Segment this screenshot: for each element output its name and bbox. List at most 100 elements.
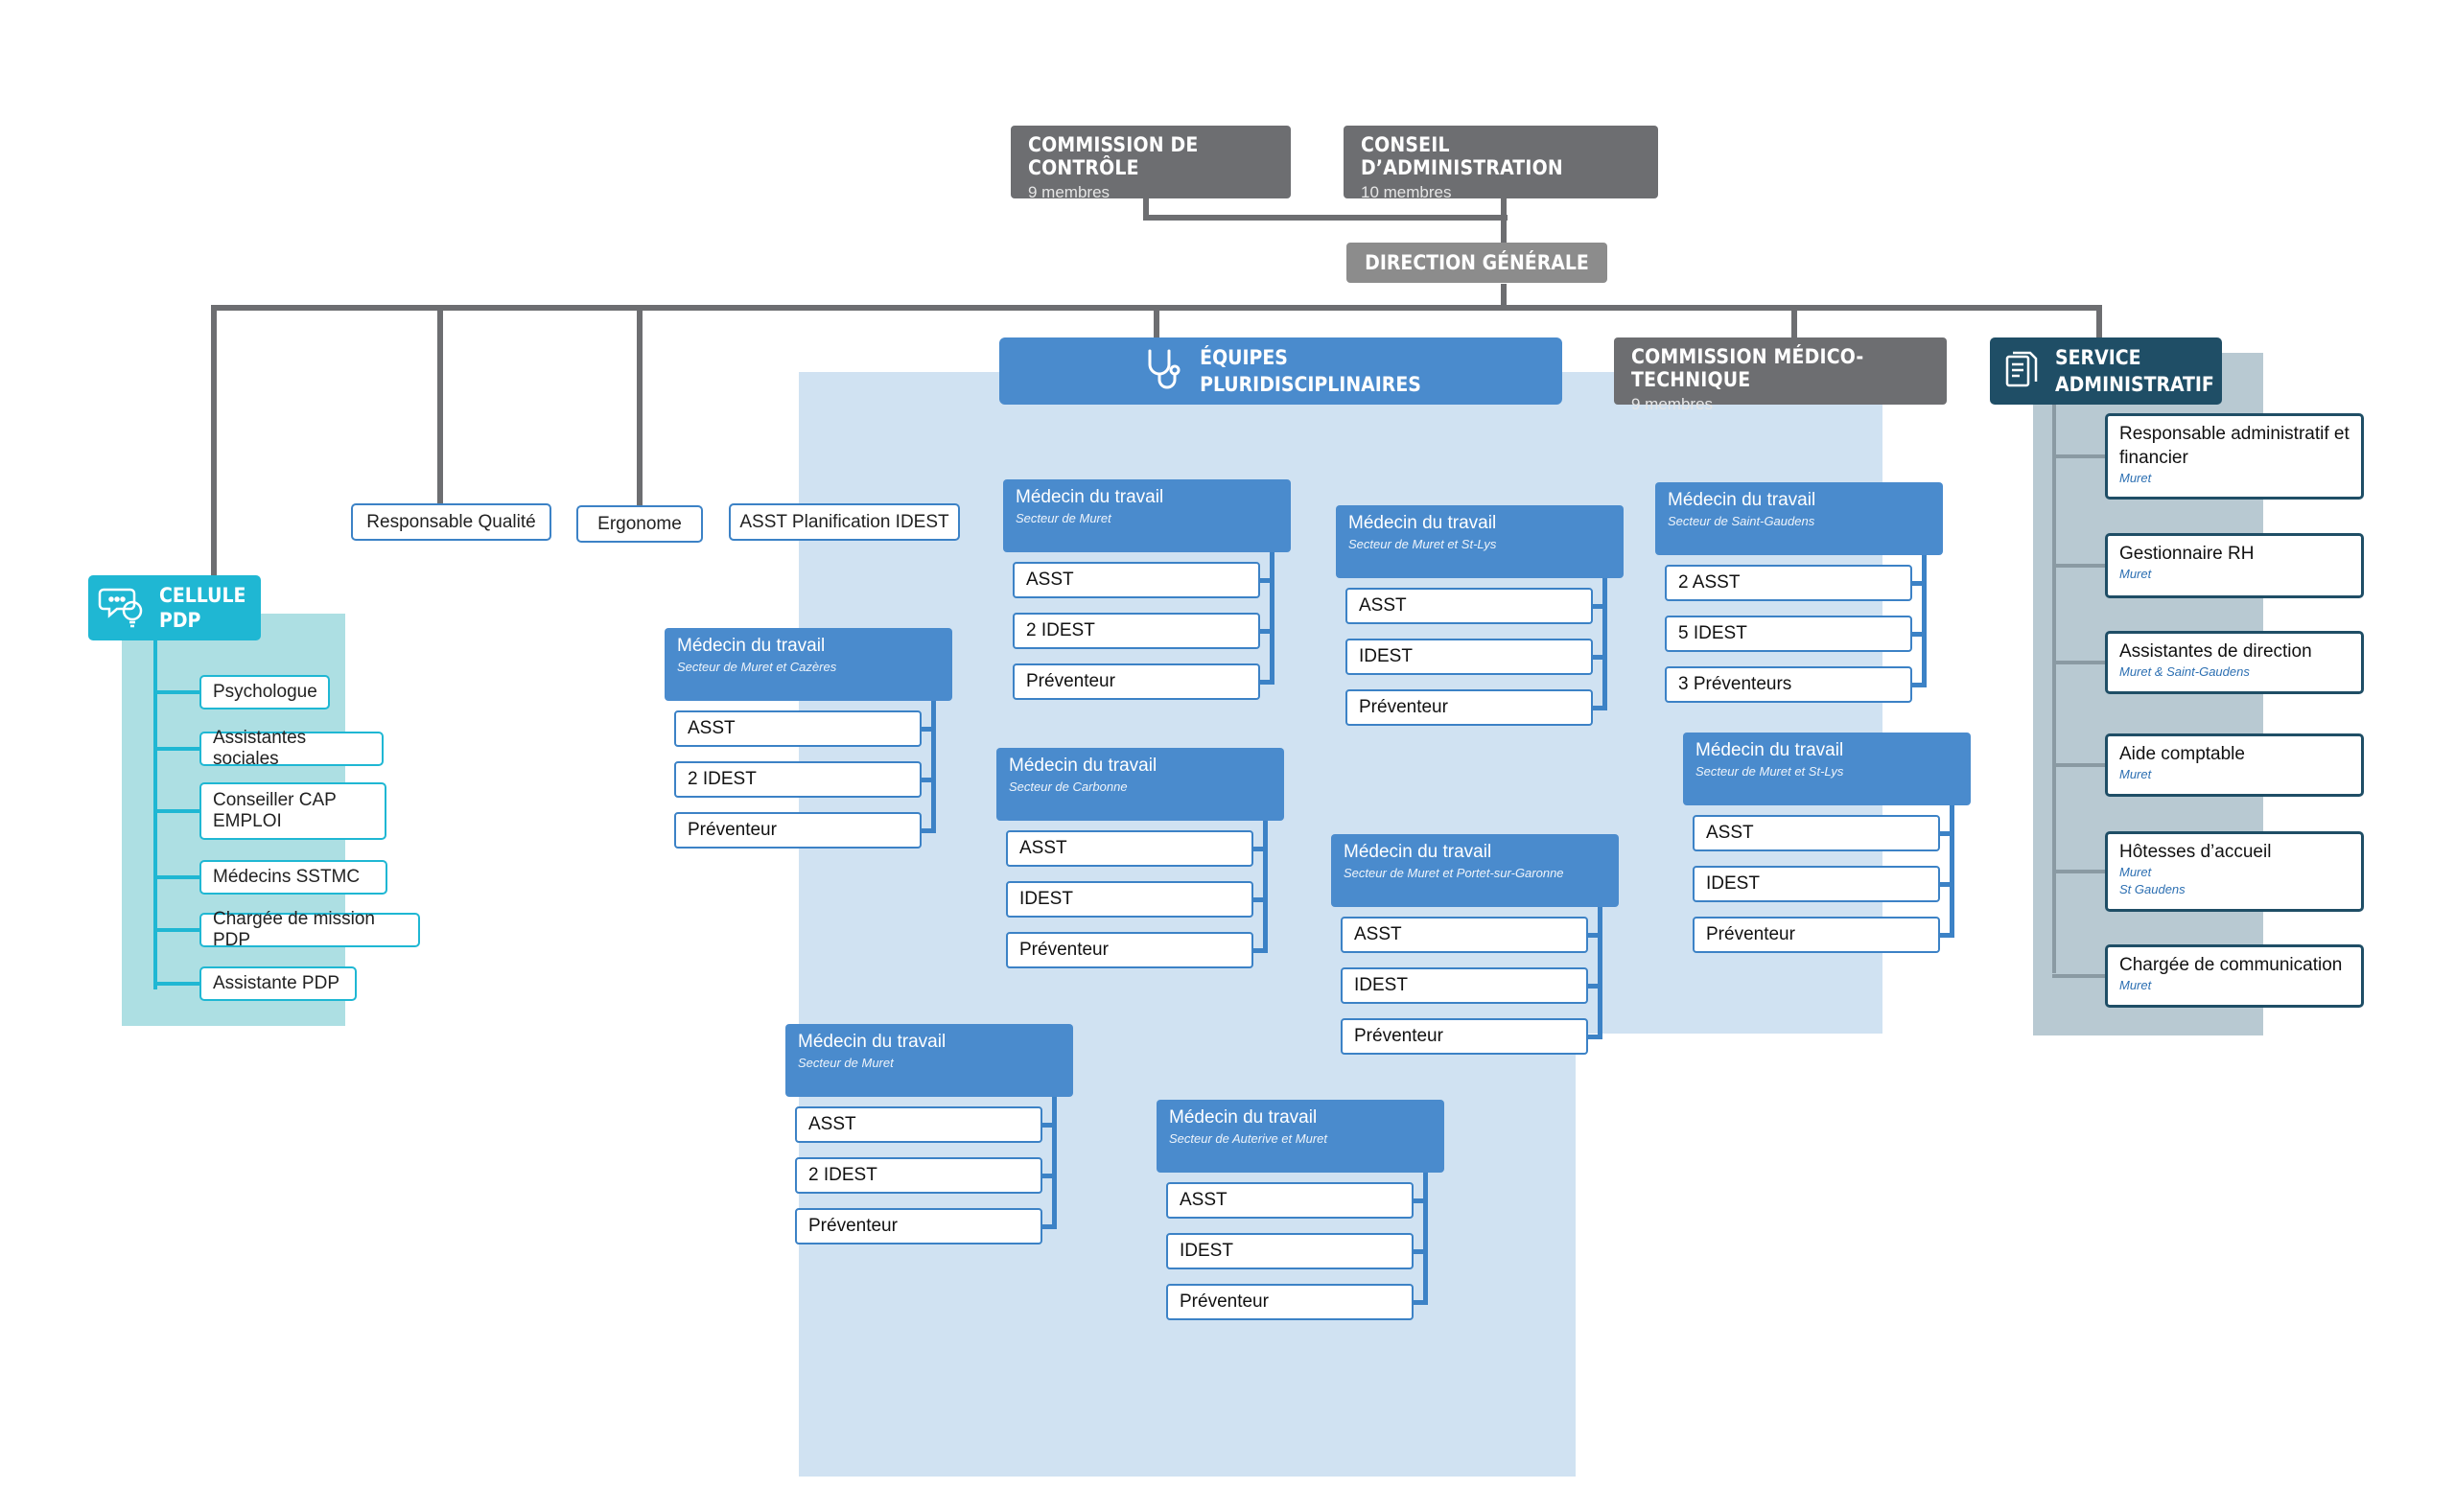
medecin-title: Médecin du travail	[1169, 1107, 1318, 1128]
cellule-connector	[153, 690, 199, 694]
group-connector	[1260, 629, 1274, 634]
team-member-box: 2 IDEST	[674, 761, 922, 798]
team-member-box: 2 IDEST	[795, 1157, 1042, 1194]
group-connector	[1912, 683, 1927, 687]
conseil-administration-title: CONSEIL D’ADMINISTRATION	[1361, 133, 1563, 179]
medecin-title: Médecin du travail	[1668, 490, 1816, 510]
cellule-connector	[153, 747, 199, 751]
connector	[1143, 198, 1149, 219]
cellule-connector	[153, 928, 199, 932]
cellule-connector	[153, 982, 199, 986]
cellule-pdp-header: CELLULE PDP	[88, 575, 261, 640]
medecin-sector: Secteur de Auterive et Muret	[1169, 1131, 1327, 1146]
group-connector	[922, 778, 936, 782]
cellule-pdp-item: Chargée de mission PDP	[199, 909, 420, 950]
cellule-connector	[153, 875, 199, 879]
group-connector	[1593, 655, 1607, 660]
documents-icon	[2001, 347, 2046, 396]
team-member-box: IDEST	[1006, 881, 1253, 918]
service-admin-title-line2: ADMINISTRATIF	[2055, 373, 2214, 396]
cellule-pdp-item: Psychologue	[199, 675, 330, 709]
service-admin-title-line1: SERVICE	[2055, 346, 2141, 369]
group-connector	[922, 828, 936, 833]
group-spine	[1598, 907, 1602, 1039]
service-admin-connector	[2052, 661, 2106, 664]
team-member-box: IDEST	[1166, 1233, 1414, 1269]
group-connector	[1940, 831, 1954, 836]
connector	[437, 305, 443, 506]
service-admin-connector	[2052, 564, 2106, 568]
service-admin-item-title: Assistantes de direction	[2119, 641, 2312, 662]
commission-medico-technique-box: COMMISSION MÉDICO-TECHNIQUE 9 membres	[1614, 337, 1947, 413]
service-admin-item-title: Chargée de communication	[2119, 955, 2343, 975]
service-admin-item-location: Muret	[2119, 471, 2152, 485]
group-spine	[1423, 1173, 1428, 1305]
connector	[637, 305, 643, 506]
cellule-connector	[153, 809, 199, 813]
team-member-box: IDEST	[1345, 639, 1593, 675]
cellule-pdp-item: Assistante PDP	[199, 966, 357, 1001]
service-admin-connector	[2052, 974, 2106, 978]
group-spine	[1922, 555, 1927, 687]
team-member-box: Préventeur	[1013, 663, 1260, 700]
group-connector	[1588, 933, 1602, 938]
group-connector	[1912, 581, 1927, 586]
team-member-box: Préventeur	[674, 812, 922, 849]
group-connector	[1588, 1035, 1602, 1039]
service-admin-item-location: Muret	[2119, 767, 2152, 781]
group-connector	[922, 727, 936, 732]
service-admin-item-location: Muret	[2119, 865, 2152, 879]
medecin-title: Médecin du travail	[1016, 487, 1164, 507]
team-member-box: 3 Préventeurs	[1665, 666, 1912, 703]
group-spine	[1950, 805, 1954, 938]
team-member-box: Préventeur	[795, 1208, 1042, 1244]
service-admin-item-title: Responsable administratif et financier	[2119, 424, 2350, 468]
group-connector	[1940, 882, 1954, 887]
group-connector	[1253, 847, 1268, 851]
group-connector	[1414, 1198, 1428, 1203]
team-member-box: Préventeur	[1166, 1284, 1414, 1320]
group-connector	[1042, 1224, 1057, 1229]
group-spine	[1270, 552, 1274, 685]
service-admin-item-title: Hôtesses d’accueil	[2119, 842, 2272, 862]
cellule-pdp-title-line1: CELLULE	[159, 584, 246, 607]
medecin-sector: Secteur de Carbonne	[1009, 779, 1128, 794]
team-member-box: 2 ASST	[1665, 565, 1912, 601]
connector	[1501, 284, 1507, 311]
commission-medico-technique-title: COMMISSION MÉDICO-TECHNIQUE	[1631, 345, 1864, 391]
service-admin-item-location: Muret	[2119, 978, 2152, 992]
commission-controle-title: COMMISSION DE CONTRÔLE	[1028, 133, 1199, 179]
team-member-box: Préventeur	[1345, 689, 1593, 726]
service-admin-item-location: Muret	[2119, 567, 2152, 581]
group-spine	[1263, 821, 1268, 953]
team-member-box: ASST	[1166, 1182, 1414, 1219]
conseil-administration-box: CONSEIL D’ADMINISTRATION 10 membres	[1344, 126, 1658, 201]
group-connector	[1593, 706, 1607, 710]
team-member-box: ASST	[674, 710, 922, 747]
service-admin-connector	[2052, 454, 2106, 458]
commission-controle-box: COMMISSION DE CONTRÔLE 9 membres	[1011, 126, 1291, 201]
medecin-title: Médecin du travail	[1348, 513, 1497, 533]
group-connector	[1253, 948, 1268, 953]
medecin-sector: Secteur de Muret et Cazères	[677, 660, 837, 674]
medecin-title: Médecin du travail	[1009, 756, 1157, 776]
team-member-box: ASST	[795, 1106, 1042, 1143]
cellule-pdp-title-line2: PDP	[159, 609, 201, 632]
service-admin-spine	[2052, 405, 2056, 973]
ergonome-box: Ergonome	[576, 505, 703, 543]
cellule-pdp-item: Assistantes sociales	[199, 728, 384, 769]
direction-generale-box: DIRECTION GÉNÉRALE	[1346, 243, 1607, 283]
connector	[2096, 305, 2102, 339]
chat-bulb-icon	[98, 580, 150, 637]
